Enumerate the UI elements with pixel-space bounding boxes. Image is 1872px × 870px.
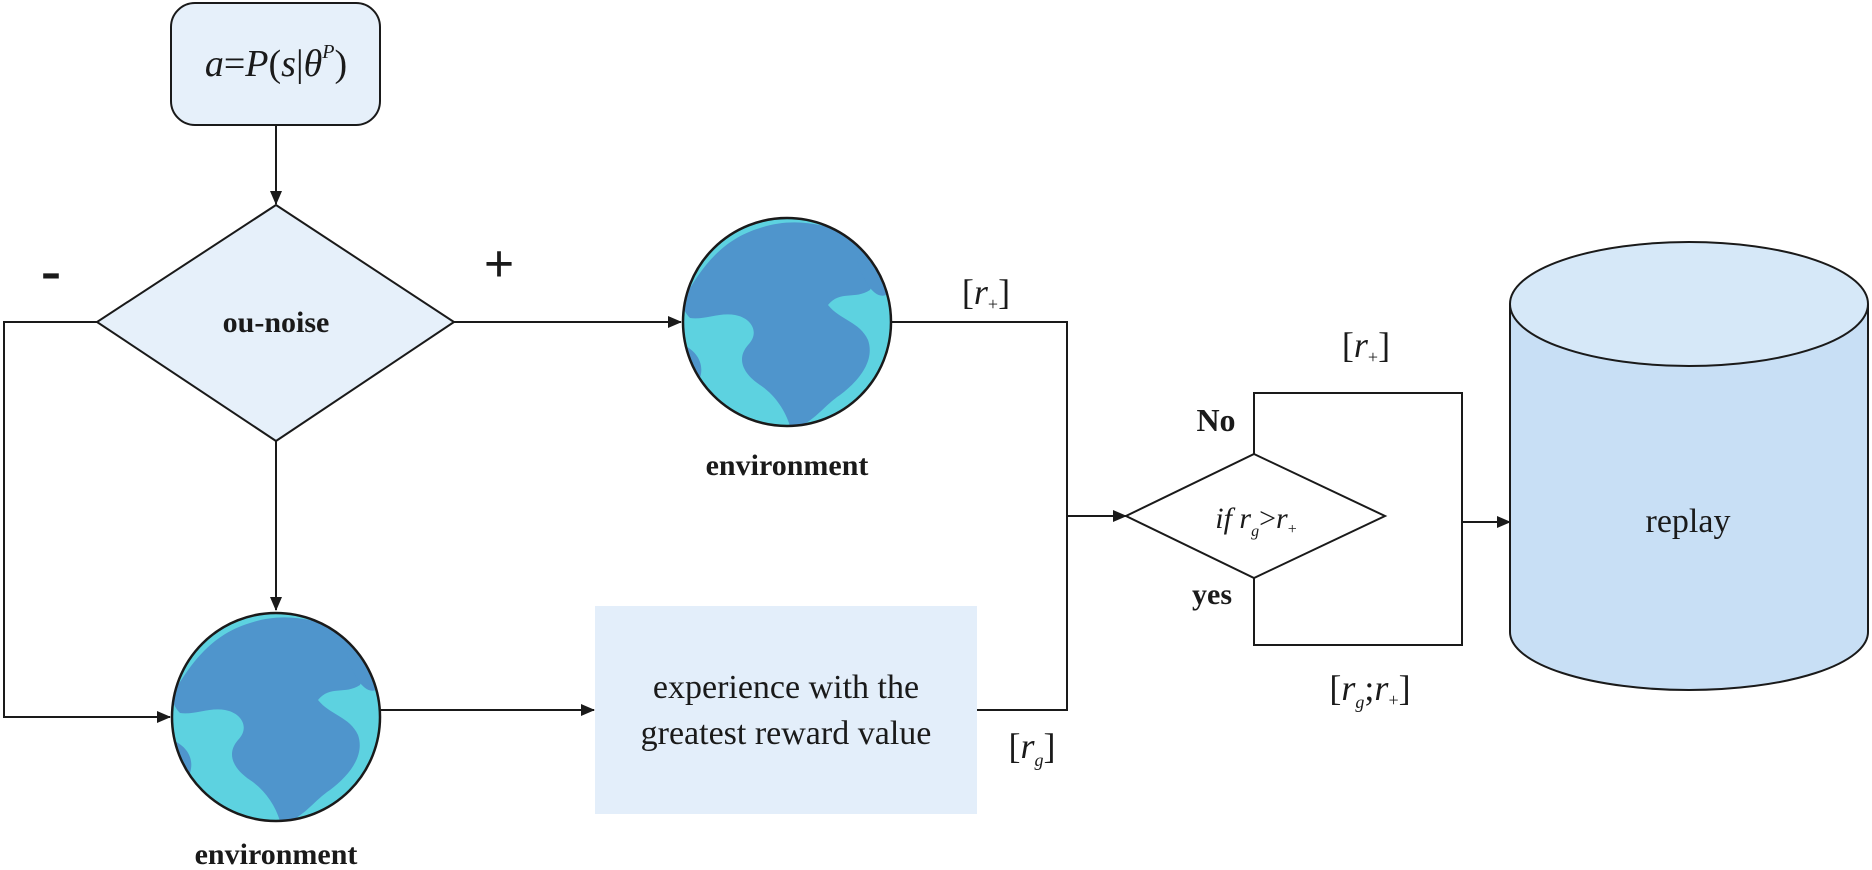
experience-line1: experience with the xyxy=(653,669,919,706)
label-r-g-r-plus: [rg;r+] xyxy=(1329,668,1410,712)
globe-icon xyxy=(681,216,893,428)
minus-sign: - xyxy=(41,237,61,303)
experience-line2: greatest reward value xyxy=(641,715,932,752)
no-path xyxy=(1253,392,1463,516)
label-r-plus-env: [r+] xyxy=(962,272,1010,314)
ou-noise-label: ou-noise xyxy=(223,306,330,339)
label-yes: yes xyxy=(1192,578,1232,611)
experience-box xyxy=(595,606,977,814)
minus-path xyxy=(3,321,171,723)
label-r-g-exp: [rg] xyxy=(1008,726,1055,770)
plus-sign: + xyxy=(484,234,515,294)
label-r-plus-no: [r+] xyxy=(1342,325,1390,367)
decision-diamond xyxy=(1123,452,1388,580)
env-top-output-line xyxy=(891,321,1068,516)
globe-icon xyxy=(170,611,382,823)
yes-path xyxy=(1253,516,1463,646)
env-bottom-label: environment xyxy=(195,838,358,870)
policy-formula: a=P(s|θP) xyxy=(205,41,347,85)
database-cylinder-icon xyxy=(1509,241,1869,691)
label-no: No xyxy=(1196,402,1235,438)
env-top-label: environment xyxy=(706,449,869,482)
replay-label: replay xyxy=(1646,503,1731,540)
experience-output-line xyxy=(977,516,1068,711)
decision-label: if rg>r+ xyxy=(1215,502,1297,540)
